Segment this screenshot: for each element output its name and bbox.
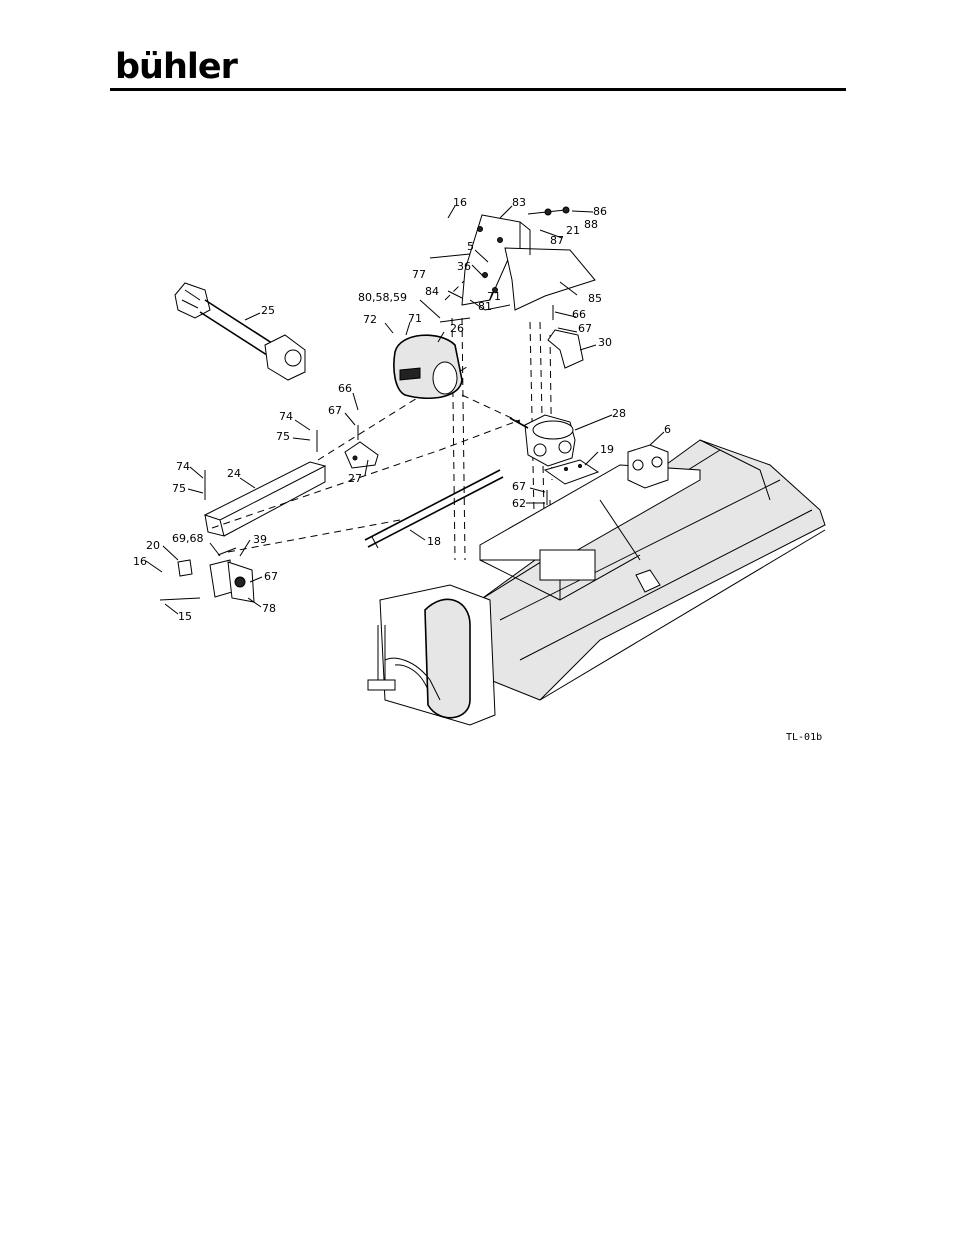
callout-24: 24 xyxy=(227,467,241,480)
callout-62: 62 xyxy=(512,497,526,510)
callout-71a: 71 xyxy=(487,290,501,303)
callout-16a: 16 xyxy=(453,196,467,209)
callout-69-68: 69,68 xyxy=(172,532,204,545)
tiller-frame xyxy=(367,439,826,726)
drive-shaft xyxy=(364,469,504,549)
callout-67a: 67 xyxy=(578,322,592,335)
shaft-cover xyxy=(203,461,327,537)
callout-80-58-59: 80,58,59 xyxy=(358,291,407,304)
callout-84: 84 xyxy=(425,285,439,298)
callout-20: 20 xyxy=(146,539,160,552)
buhler-logo: bühler xyxy=(115,47,238,87)
gearbox-cover xyxy=(393,334,463,400)
bracket-30 xyxy=(547,329,584,369)
callout-81: 81 xyxy=(478,300,492,313)
callout-72: 72 xyxy=(363,313,377,326)
callout-27: 27 xyxy=(348,472,362,485)
callout-88: 88 xyxy=(584,218,598,231)
pto-shaft xyxy=(174,282,306,381)
gearbox xyxy=(509,414,576,467)
callout-36: 36 xyxy=(457,260,471,273)
callout-67c: 67 xyxy=(512,480,526,493)
figure-code: TL-01b xyxy=(786,732,822,743)
callout-25: 25 xyxy=(261,304,275,317)
mount-bracket xyxy=(461,214,596,311)
callout-74b: 74 xyxy=(176,460,190,473)
leader-lines xyxy=(145,205,665,615)
callout-75b: 75 xyxy=(172,482,186,495)
bracket-27 xyxy=(344,441,379,469)
callout-86: 86 xyxy=(593,205,607,218)
callout-66b: 66 xyxy=(338,382,352,395)
callout-16b: 16 xyxy=(133,555,147,568)
callout-labels: 16 83 86 88 21 87 5 36 77 71 81 85 84 80… xyxy=(133,196,671,623)
callout-26: 26 xyxy=(450,322,464,335)
callout-66a: 66 xyxy=(572,308,586,321)
callout-77: 77 xyxy=(412,268,426,281)
callout-67d: 67 xyxy=(264,570,278,583)
callout-18: 18 xyxy=(427,535,441,548)
callout-5: 5 xyxy=(467,240,474,253)
callout-83: 83 xyxy=(512,196,526,209)
callout-6: 6 xyxy=(664,423,671,436)
plate-19 xyxy=(543,459,600,485)
callout-74a: 74 xyxy=(279,410,293,423)
callout-39: 39 xyxy=(253,533,267,546)
header-rule xyxy=(110,88,846,91)
bearing-assembly xyxy=(177,547,255,603)
callout-87: 87 xyxy=(550,234,564,247)
callout-78: 78 xyxy=(262,602,276,615)
callout-71b: 71 xyxy=(408,312,422,325)
callout-85: 85 xyxy=(588,292,602,305)
callout-15: 15 xyxy=(178,610,192,623)
callout-75a: 75 xyxy=(276,430,290,443)
callout-19: 19 xyxy=(600,443,614,456)
callout-67b: 67 xyxy=(328,404,342,417)
fasteners xyxy=(159,206,570,601)
callout-28: 28 xyxy=(612,407,626,420)
callout-30: 30 xyxy=(598,336,612,349)
callout-21: 21 xyxy=(566,224,580,237)
